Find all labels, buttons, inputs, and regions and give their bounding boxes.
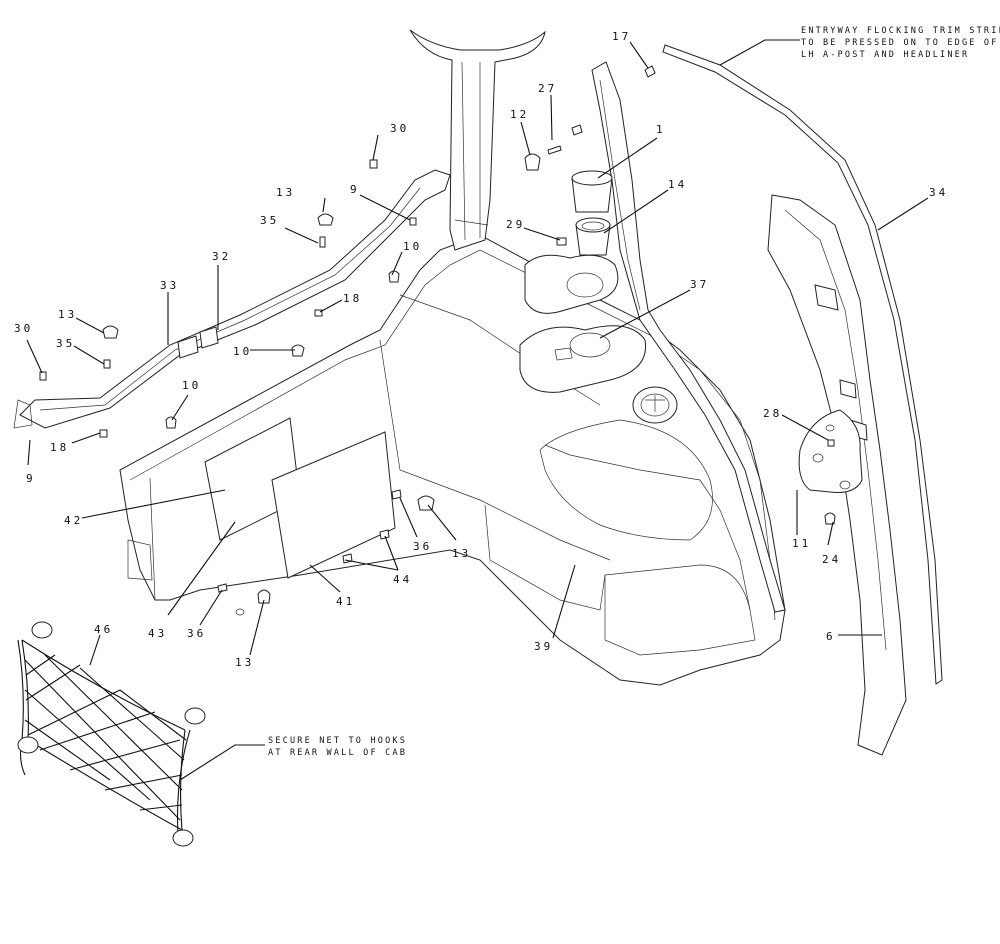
door-trim-6 (767, 194, 907, 756)
note-net-line-1: SECURE NET TO HOOKS (268, 736, 407, 746)
callout-13: 13 (452, 547, 471, 560)
note-entryway-line-1: ENTRYWAY FLOCKING TRIM STRIP (801, 26, 1000, 36)
callout-18: 18 (343, 292, 362, 305)
note-net-line-2: AT REAR WALL OF CAB (268, 748, 407, 758)
bracket-11 (798, 409, 863, 493)
callout-6: 6 (826, 630, 836, 643)
callout-9: 9 (26, 472, 36, 485)
callout-33: 33 (160, 279, 179, 292)
callouts: 17 27 12 1 30 13 9 14 35 34 29 10 32 33 … (14, 30, 948, 669)
callout-13: 13 (276, 186, 295, 199)
flocking-trim-strip-34 (662, 44, 943, 685)
callout-24: 24 (822, 553, 841, 566)
callout-39: 39 (534, 640, 553, 653)
callout-9: 9 (350, 183, 360, 196)
callout-46: 46 (94, 623, 113, 636)
callout-10: 10 (182, 379, 201, 392)
callout-30: 30 (390, 122, 409, 135)
callout-18: 18 (50, 441, 69, 454)
callout-36: 36 (413, 540, 432, 553)
fasteners (39, 65, 836, 616)
callout-11: 11 (792, 537, 811, 550)
callout-42: 42 (64, 514, 83, 527)
callout-44: 44 (393, 573, 412, 586)
callout-35: 35 (260, 214, 279, 227)
cup-1 (571, 170, 613, 213)
callout-30: 30 (14, 322, 33, 335)
callout-37: 37 (690, 278, 709, 291)
callout-12: 12 (510, 108, 529, 121)
callout-10: 10 (233, 345, 252, 358)
callout-27: 27 (538, 82, 557, 95)
callout-1: 1 (656, 123, 666, 136)
note-entryway-line-2: TO BE PRESSED ON TO EDGE OF (801, 38, 999, 48)
callout-13: 13 (58, 308, 77, 321)
callout-36: 36 (187, 627, 206, 640)
note-entryway-line-3: LH A-POST AND HEADLINER (801, 50, 969, 60)
callout-32: 32 (212, 250, 231, 263)
rear-pillar (409, 29, 546, 251)
callout-28: 28 (763, 407, 782, 420)
cup-holder-bracket-37 (519, 254, 647, 393)
a-post-trim (591, 61, 786, 613)
callout-13: 13 (235, 656, 254, 669)
callout-41: 41 (336, 595, 355, 608)
callout-10: 10 (403, 240, 422, 253)
cup-holder-14 (575, 217, 611, 256)
callout-34: 34 (929, 186, 948, 199)
callout-43: 43 (148, 627, 167, 640)
callout-29: 29 (506, 218, 525, 231)
note-net: SECURE NET TO HOOKS AT REAR WALL OF CAB (268, 736, 407, 758)
note-entryway: ENTRYWAY FLOCKING TRIM STRIP TO BE PRESS… (801, 26, 1000, 60)
panel-41 (271, 431, 396, 579)
callout-35: 35 (56, 337, 75, 350)
leader-lines (26, 39, 929, 781)
headliner-rail-32-33 (13, 169, 451, 429)
callout-14: 14 (668, 178, 687, 191)
cargo-net-46 (17, 621, 206, 847)
callout-17: 17 (612, 30, 631, 43)
